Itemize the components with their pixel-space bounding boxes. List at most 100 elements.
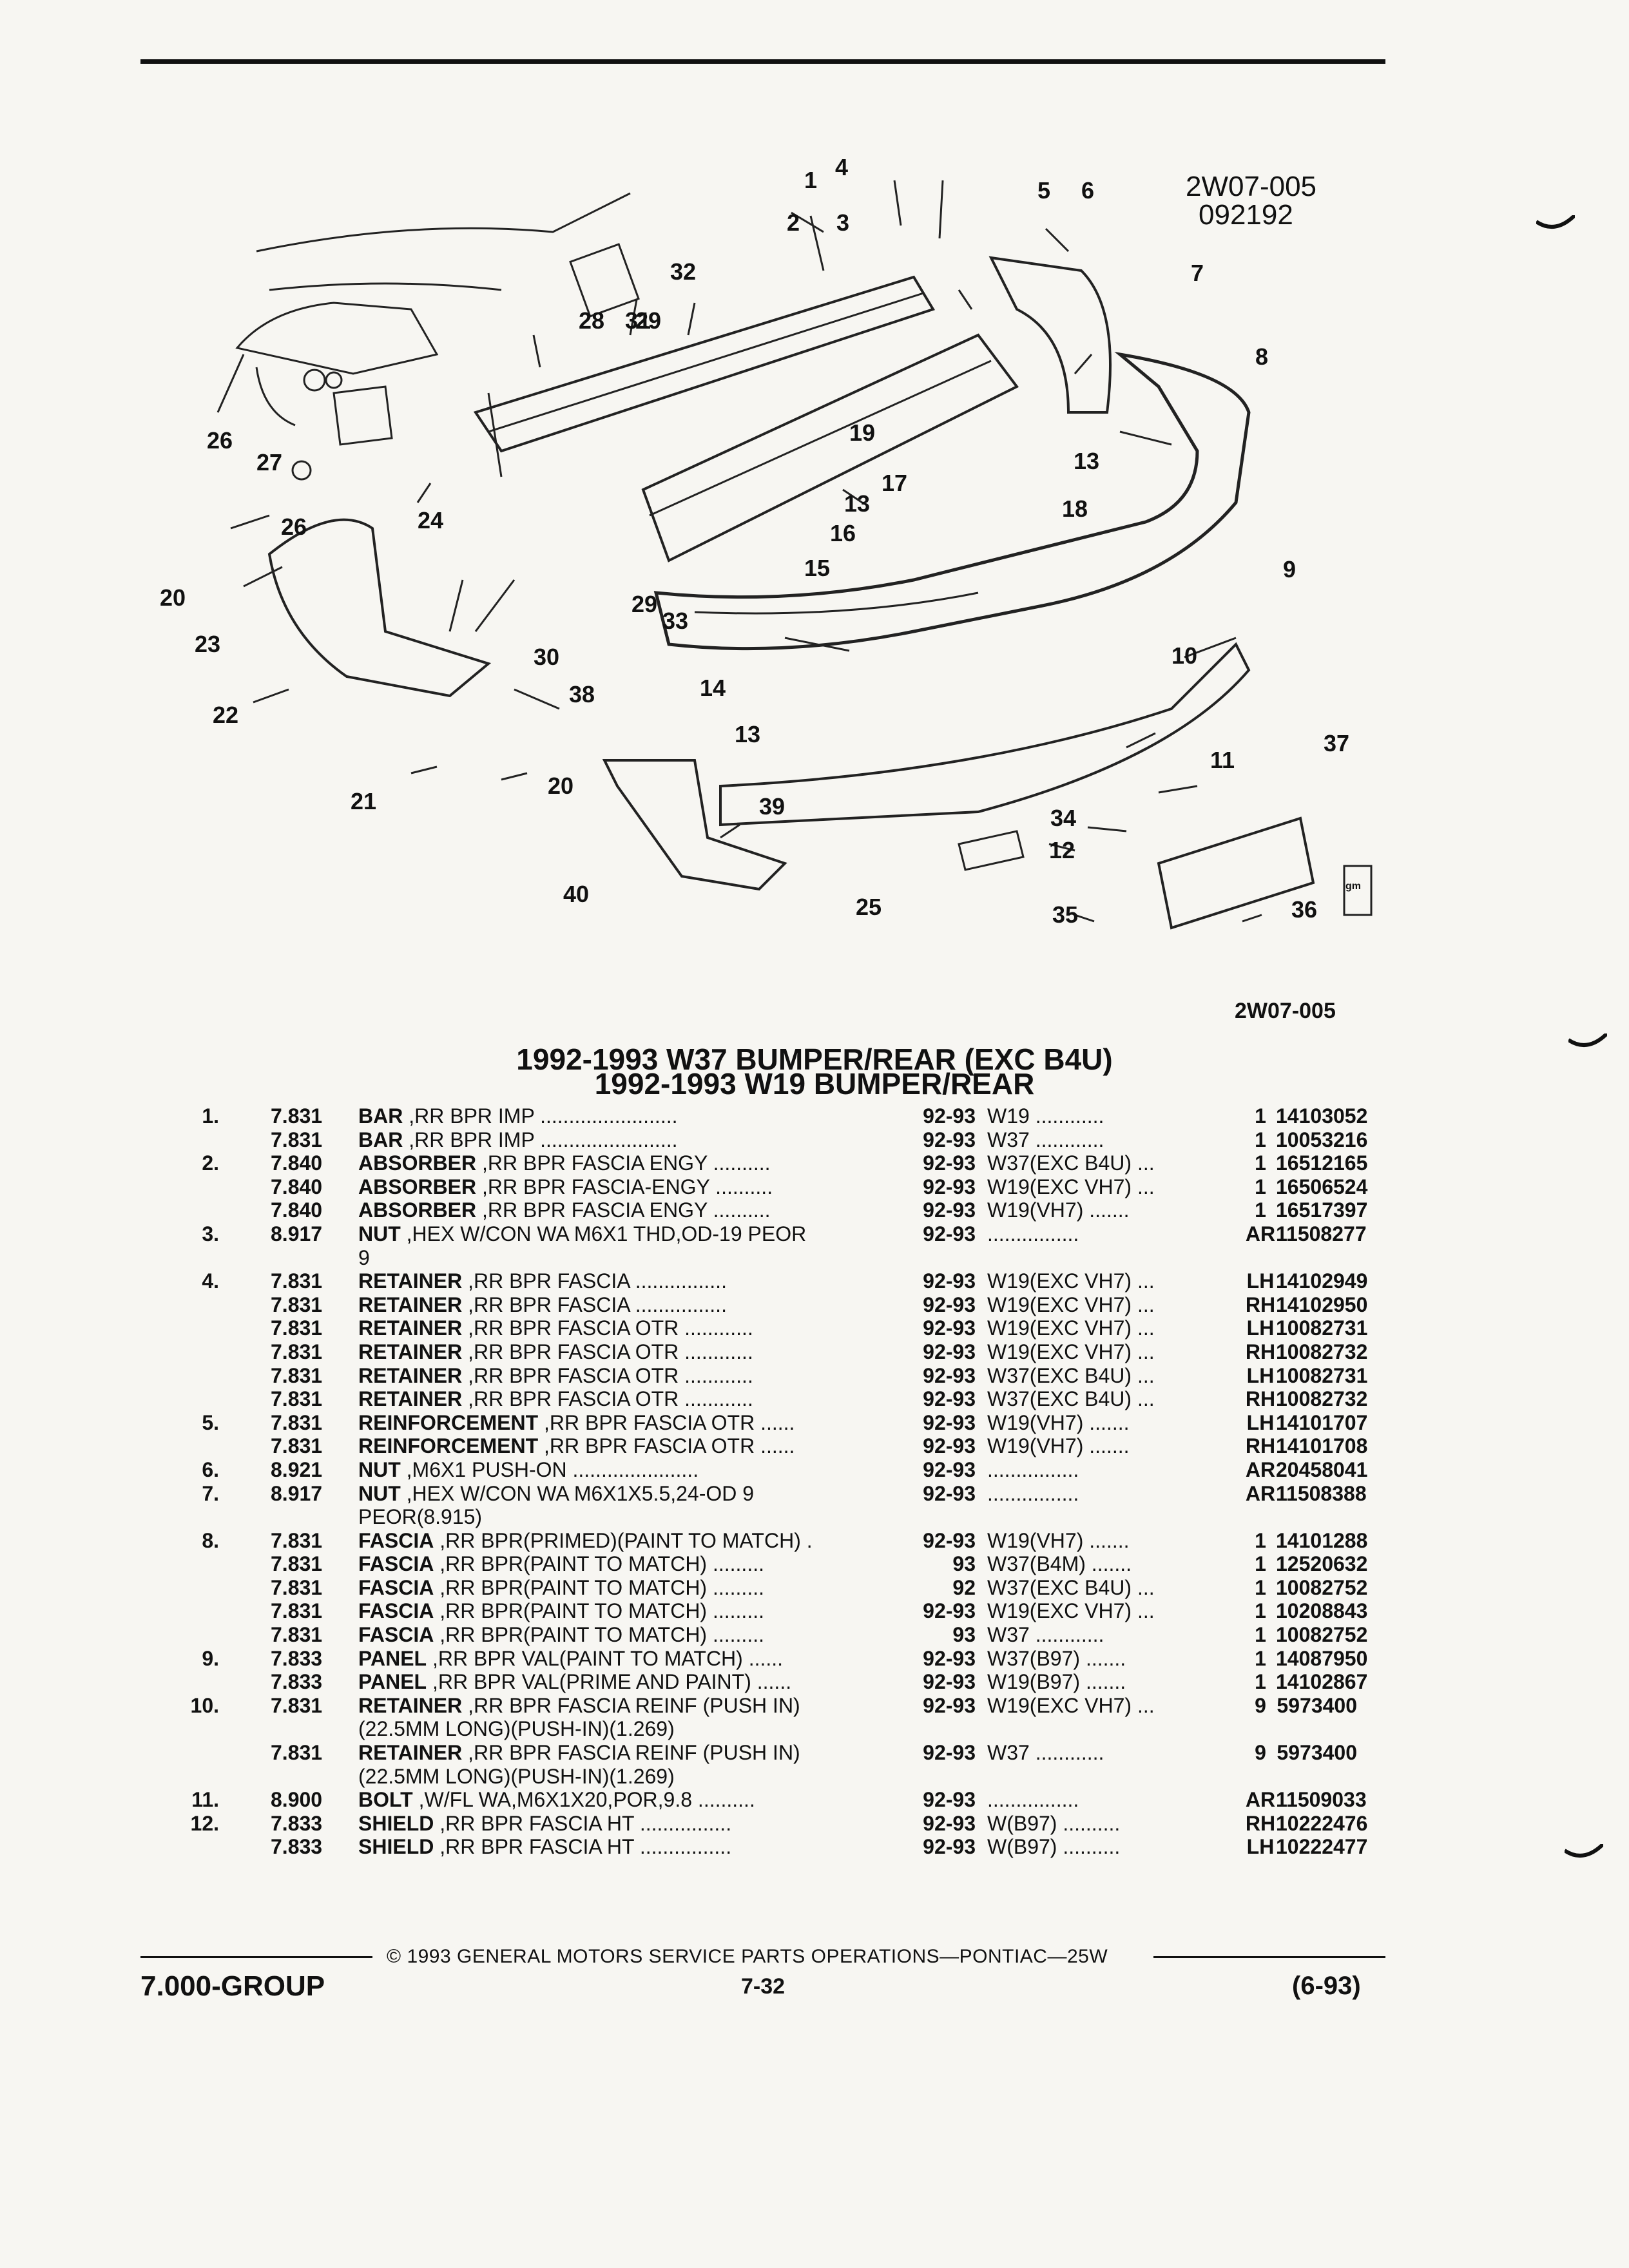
callout-24: 24 bbox=[418, 507, 443, 533]
callout-5: 5 bbox=[1037, 177, 1050, 204]
part-name: REINFORCEMENT bbox=[358, 1410, 539, 1434]
model-years: 93 bbox=[952, 1552, 976, 1576]
margin-mark bbox=[1565, 1844, 1603, 1858]
quantity: 1 bbox=[1255, 1104, 1266, 1128]
table-row: (22.5MM LONG)(PUSH-IN)(1.269) bbox=[180, 1765, 1360, 1789]
table-row: (22.5MM LONG)(PUSH-IN)(1.269) bbox=[180, 1717, 1360, 1741]
part-description: NUT ,M6X1 PUSH-ON ...................... bbox=[358, 1458, 1061, 1482]
series-usage: W37(EXC B4U) ... bbox=[987, 1363, 1155, 1387]
callout-13: 13 bbox=[1074, 448, 1099, 474]
series-usage: W19(VH7) ....... bbox=[987, 1198, 1130, 1222]
callout-31-final: 31 bbox=[625, 307, 651, 334]
bracket-32 bbox=[569, 243, 640, 318]
quantity: 1 bbox=[1255, 1623, 1266, 1647]
part-number: 16512165 bbox=[1276, 1151, 1368, 1175]
callout-20: 20 bbox=[160, 584, 186, 611]
callout-34: 34 bbox=[1050, 805, 1076, 831]
model-years: 92-93 bbox=[923, 1434, 976, 1458]
margin-mark bbox=[1568, 1033, 1607, 1047]
part-description: SHIELD ,RR BPR FASCIA HT ...............… bbox=[358, 1812, 1061, 1836]
callout-22: 22 bbox=[213, 702, 238, 728]
part-detail: ,HEX W/CON WA M6X1X5.5,24-OD 9 bbox=[400, 1481, 755, 1505]
model-years: 92-93 bbox=[923, 1693, 976, 1717]
part-description: ABSORBER ,RR BPR FASCIA ENGY .......... bbox=[358, 1151, 1061, 1175]
group-number: 7.840 bbox=[271, 1198, 323, 1222]
group-number: 8.900 bbox=[271, 1788, 323, 1812]
impact-bar bbox=[473, 275, 936, 453]
part-description: FASCIA ,RR BPR(PAINT TO MATCH) ......... bbox=[358, 1623, 1061, 1647]
part-detail: ,RR BPR FASCIA OTR ............ bbox=[462, 1340, 753, 1363]
part-detail: ,RR BPR IMP ........................ bbox=[403, 1128, 678, 1151]
group-number: 7.831 bbox=[271, 1693, 323, 1717]
part-name: REINFORCEMENT bbox=[358, 1434, 539, 1458]
part-description: PEOR(8.915) bbox=[358, 1505, 1061, 1529]
part-detail: ,RR BPR FASCIA-ENGY .......... bbox=[476, 1175, 773, 1198]
quantity: 1 bbox=[1255, 1151, 1266, 1175]
part-description: FASCIA ,RR BPR(PAINT TO MATCH) ......... bbox=[358, 1552, 1061, 1576]
part-detail: ,RR BPR(PRIMED)(PAINT TO MATCH) . bbox=[434, 1528, 813, 1552]
series-usage: W(B97) .......... bbox=[987, 1835, 1121, 1859]
model-years: 92-93 bbox=[923, 1198, 976, 1222]
callout-29: 29 bbox=[631, 591, 657, 617]
quantity: 9 bbox=[1255, 1693, 1266, 1717]
part-detail: ,RR BPR(PAINT TO MATCH) ......... bbox=[434, 1575, 764, 1599]
quantity: 1 bbox=[1255, 1670, 1266, 1694]
quantity: RH bbox=[1245, 1811, 1276, 1835]
part-name: ABSORBER bbox=[358, 1151, 477, 1175]
callout-15: 15 bbox=[804, 555, 830, 581]
group-number: 7.831 bbox=[271, 1623, 323, 1647]
callout-20: 20 bbox=[548, 773, 574, 799]
part-description: REINFORCEMENT ,RR BPR FASCIA OTR ...... bbox=[358, 1434, 1061, 1458]
part-description: BAR ,RR BPR IMP ........................ bbox=[358, 1128, 1061, 1152]
model-years: 92-93 bbox=[923, 1410, 976, 1434]
part-number: 14101707 bbox=[1276, 1410, 1368, 1434]
callout-33: 33 bbox=[662, 608, 688, 634]
part-name: SHIELD bbox=[358, 1835, 434, 1859]
part-description: RETAINER ,RR BPR FASCIA OTR ............ bbox=[358, 1316, 1061, 1340]
callout-25: 25 bbox=[856, 894, 882, 920]
callout-37: 37 bbox=[1324, 730, 1349, 756]
series-usage: W37 ............ bbox=[987, 1741, 1104, 1765]
part-name: BAR bbox=[358, 1128, 403, 1151]
part-number: 14102950 bbox=[1276, 1293, 1368, 1316]
part-number: 11509033 bbox=[1276, 1788, 1367, 1812]
retainer-outer bbox=[988, 256, 1112, 414]
part-number: 5973400 bbox=[1277, 1693, 1357, 1717]
model-years: 92-93 bbox=[923, 1457, 976, 1481]
series-usage: ................ bbox=[987, 1222, 1079, 1245]
part-detail: ,RR BPR FASCIA OTR ...... bbox=[538, 1410, 795, 1434]
callout-2: 2 bbox=[787, 209, 800, 236]
item-number: 12. bbox=[190, 1811, 219, 1835]
item-number: 11. bbox=[191, 1788, 219, 1812]
part-name: RETAINER bbox=[358, 1293, 463, 1316]
item-number: 2. bbox=[202, 1151, 219, 1175]
part-number: 11508388 bbox=[1276, 1481, 1367, 1505]
model-years: 92-93 bbox=[923, 1835, 976, 1859]
part-description: 9 bbox=[358, 1246, 1061, 1270]
group-number: 7.831 bbox=[271, 1128, 323, 1151]
part-detail: ,RR BPR FASCIA OTR ............ bbox=[462, 1363, 753, 1387]
model-years: 92-93 bbox=[923, 1151, 976, 1175]
table-row: 9 bbox=[180, 1246, 1360, 1270]
part-detail: ,RR BPR FASCIA OTR ............ bbox=[462, 1387, 753, 1411]
part-detail: ,RR BPR FASCIA ENGY .......... bbox=[476, 1151, 771, 1175]
group-number: 7.833 bbox=[271, 1670, 323, 1694]
callout-29: 29 bbox=[635, 307, 661, 334]
part-number: 12520632 bbox=[1276, 1552, 1368, 1576]
part-description: FASCIA ,RR BPR(PAINT TO MATCH) ......... bbox=[358, 1599, 1061, 1623]
series-usage: W19(EXC VH7) ... bbox=[987, 1693, 1155, 1717]
quantity: 9 bbox=[1255, 1741, 1266, 1765]
model-years: 92-93 bbox=[923, 1646, 976, 1670]
gm-logo: gm bbox=[1345, 881, 1361, 892]
group-number: 7.831 bbox=[271, 1269, 323, 1293]
part-name: RETAINER bbox=[358, 1316, 463, 1340]
part-detail: ,RR BPR FASCIA OTR ...... bbox=[538, 1434, 795, 1458]
part-number: 10082752 bbox=[1276, 1623, 1368, 1647]
